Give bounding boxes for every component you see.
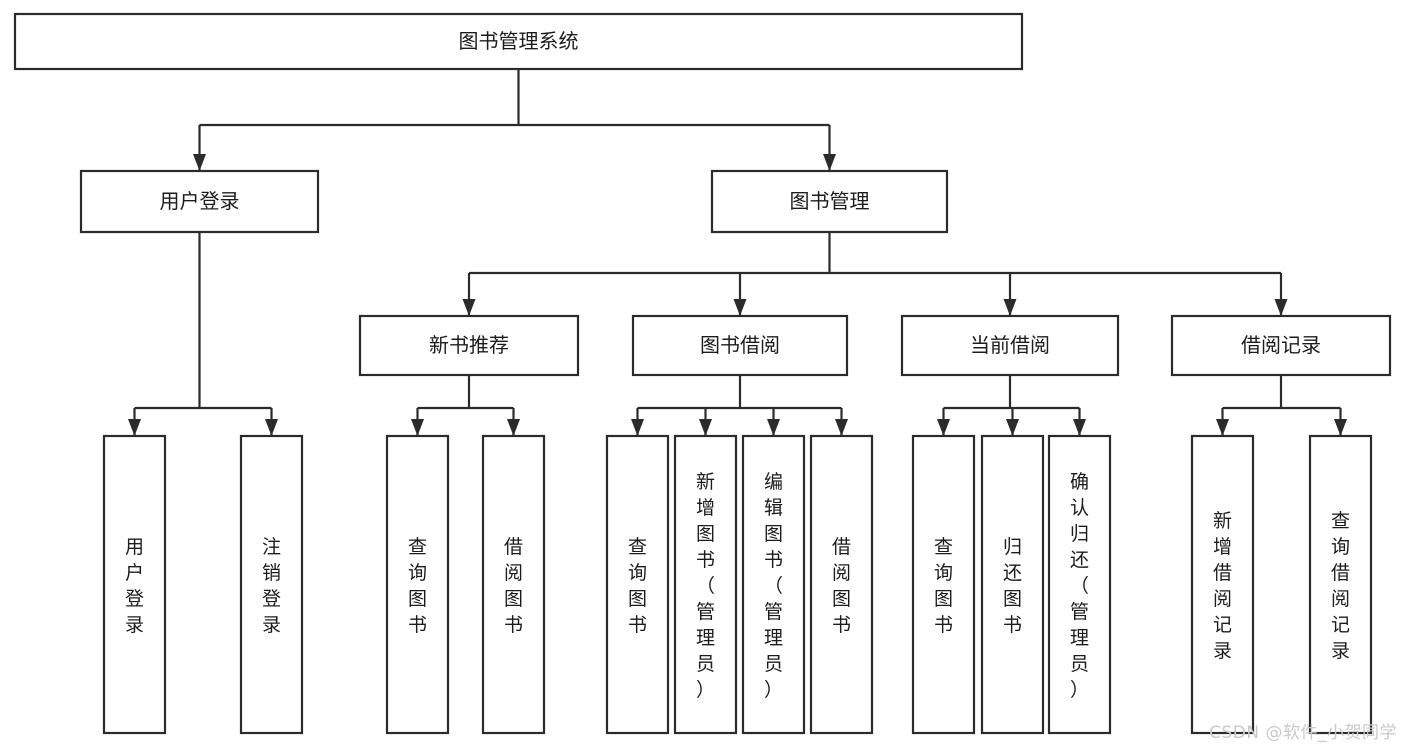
node-leaf-2-查询图书-box[interactable]: [385, 434, 450, 735]
node-l2-图书管理-label: 图书管理: [790, 189, 870, 213]
node-leaf-11-新增借阅记录-box[interactable]: [1190, 434, 1255, 735]
arrow-head-icon: [823, 154, 836, 171]
node-l2-用户登录-label: 用户登录: [160, 189, 240, 213]
arrow-head-icon: [631, 419, 644, 436]
node-l3-借阅记录[interactable]: 借阅记录: [1170, 314, 1392, 377]
arrow-head-icon: [193, 154, 206, 171]
arrow-head-icon: [411, 419, 424, 436]
node-l3-图书借阅[interactable]: 图书借阅: [631, 314, 849, 377]
arrow-head-icon: [265, 419, 278, 436]
node-l2-图书管理-box[interactable]: [710, 169, 949, 234]
node-l3-新书推荐[interactable]: 新书推荐: [358, 314, 580, 377]
node-leaf-5-新增图书管理员-box[interactable]: [673, 434, 738, 735]
arrow-head-icon: [767, 419, 780, 436]
arrow-head-icon: [1274, 299, 1288, 316]
node-leaf-11-新增借阅记录-label: 新增借阅记录: [1213, 510, 1232, 662]
node-leaf-10-确认归还管理员-label: 确认归还（管理员）: [1070, 471, 1089, 701]
arrow-head-icon: [835, 419, 848, 436]
arrow-head-icon: [128, 419, 141, 436]
connector-layer: [128, 69, 1347, 436]
arrow-head-icon: [699, 419, 712, 436]
node-leaf-2-查询图书[interactable]: 查询图书: [385, 434, 450, 735]
arrow-head-icon: [1334, 419, 1347, 436]
node-leaf-5-新增图书管理员-label: 新增图书（管理员）: [696, 471, 715, 701]
node-l2-用户登录[interactable]: 用户登录: [79, 169, 320, 234]
node-leaf-9-归还图书[interactable]: 归还图书: [980, 434, 1045, 735]
arrow-head-icon: [1216, 419, 1229, 436]
node-leaf-0-用户登录-label: 用户登录: [125, 536, 144, 636]
node-leaf-12-查询借阅记录-box[interactable]: [1308, 434, 1373, 735]
node-leaf-12-查询借阅记录-label: 查询借阅记录: [1331, 510, 1350, 662]
arrow-head-icon: [733, 299, 747, 316]
node-l3-借阅记录-box[interactable]: [1170, 314, 1392, 377]
node-leaf-6-编辑图书管理员-box[interactable]: [741, 434, 806, 735]
node-leaf-3-借阅图书-label: 借阅图书: [504, 536, 523, 636]
node-l3-新书推荐-label: 新书推荐: [429, 333, 509, 357]
node-leaf-0-用户登录-box[interactable]: [102, 434, 167, 735]
node-leaf-10-确认归还管理员[interactable]: 确认归还（管理员）: [1047, 434, 1112, 735]
arrow-head-icon: [1006, 419, 1019, 436]
node-root-图书管理系统-box[interactable]: [13, 12, 1024, 71]
node-leaf-3-借阅图书-box[interactable]: [481, 434, 546, 735]
node-leaf-1-注销登录-box[interactable]: [239, 434, 304, 735]
node-l2-用户登录-box[interactable]: [79, 169, 320, 234]
node-l3-当前借阅-label: 当前借阅: [970, 333, 1050, 357]
node-leaf-0-用户登录[interactable]: 用户登录: [102, 434, 167, 735]
arrow-head-icon: [937, 419, 950, 436]
node-leaf-12-查询借阅记录[interactable]: 查询借阅记录: [1308, 434, 1373, 735]
node-l3-当前借阅[interactable]: 当前借阅: [900, 314, 1120, 377]
node-root-图书管理系统[interactable]: 图书管理系统: [13, 12, 1024, 71]
node-l3-图书借阅-label: 图书借阅: [700, 333, 780, 357]
node-l2-图书管理[interactable]: 图书管理: [710, 169, 949, 234]
node-l3-当前借阅-box[interactable]: [900, 314, 1120, 377]
node-leaf-8-查询图书-box[interactable]: [911, 434, 976, 735]
node-leaf-9-归还图书-label: 归还图书: [1003, 536, 1022, 636]
node-leaf-8-查询图书[interactable]: 查询图书: [911, 434, 976, 735]
node-l3-新书推荐-box[interactable]: [358, 314, 580, 377]
node-layer: 图书管理系统用户登录图书管理新书推荐图书借阅当前借阅借阅记录用户登录注销登录查询…: [13, 12, 1392, 735]
node-leaf-5-新增图书管理员[interactable]: 新增图书（管理员）: [673, 434, 738, 735]
node-leaf-10-确认归还管理员-box[interactable]: [1047, 434, 1112, 735]
node-leaf-7-借阅图书-box[interactable]: [809, 434, 874, 735]
node-l3-借阅记录-label: 借阅记录: [1241, 333, 1321, 357]
node-leaf-3-借阅图书[interactable]: 借阅图书: [481, 434, 546, 735]
node-leaf-11-新增借阅记录[interactable]: 新增借阅记录: [1190, 434, 1255, 735]
arrow-head-icon: [1073, 419, 1086, 436]
node-root-图书管理系统-label: 图书管理系统: [459, 29, 579, 53]
node-leaf-7-借阅图书-label: 借阅图书: [832, 536, 851, 636]
node-leaf-4-查询图书[interactable]: 查询图书: [605, 434, 670, 735]
node-leaf-1-注销登录[interactable]: 注销登录: [239, 434, 304, 735]
node-leaf-4-查询图书-box[interactable]: [605, 434, 670, 735]
node-leaf-6-编辑图书管理员[interactable]: 编辑图书（管理员）: [741, 434, 806, 735]
node-leaf-4-查询图书-label: 查询图书: [628, 536, 647, 636]
node-leaf-8-查询图书-label: 查询图书: [934, 536, 953, 636]
arrow-head-icon: [462, 299, 476, 316]
node-leaf-2-查询图书-label: 查询图书: [408, 536, 427, 636]
node-leaf-1-注销登录-label: 注销登录: [262, 536, 281, 636]
node-leaf-6-编辑图书管理员-label: 编辑图书（管理员）: [764, 471, 783, 701]
node-leaf-9-归还图书-box[interactable]: [980, 434, 1045, 735]
node-l3-图书借阅-box[interactable]: [631, 314, 849, 377]
arrow-head-icon: [1003, 299, 1017, 316]
arrow-head-icon: [507, 419, 520, 436]
node-leaf-7-借阅图书[interactable]: 借阅图书: [809, 434, 874, 735]
